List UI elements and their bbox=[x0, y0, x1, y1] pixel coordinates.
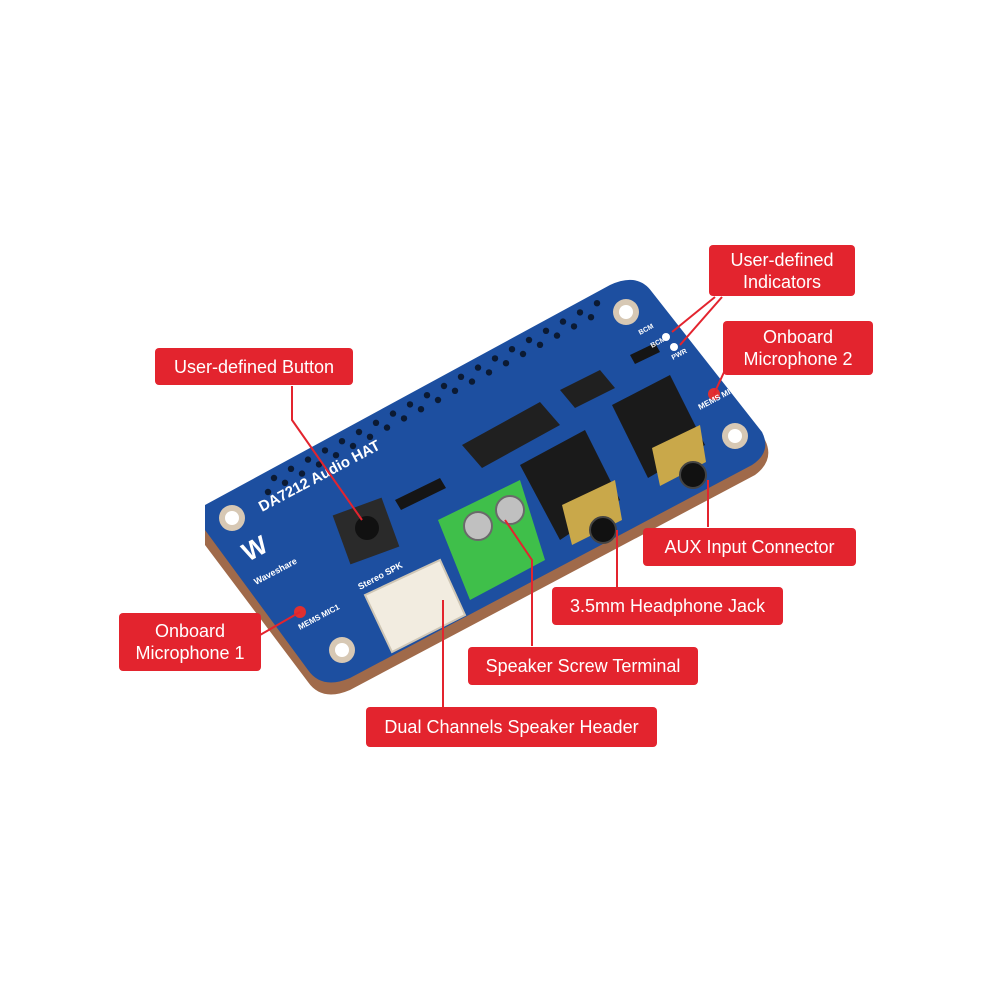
gpio-hole bbox=[383, 424, 391, 431]
gpio-hole bbox=[400, 415, 408, 422]
screw-terminal bbox=[438, 480, 545, 600]
aux-jack-socket[interactable] bbox=[679, 461, 707, 489]
gpio-hole bbox=[474, 364, 482, 371]
gpio-hole bbox=[525, 336, 533, 344]
gpio-hole bbox=[366, 433, 374, 440]
callout-aux-input-connector: AUX Input Connector bbox=[643, 528, 856, 566]
mounting-hole-center bbox=[728, 429, 742, 443]
gpio-hole bbox=[281, 479, 289, 486]
gpio-hole bbox=[559, 318, 567, 325]
gpio-hole bbox=[349, 442, 357, 450]
codec-chip bbox=[462, 402, 560, 468]
gpio-hole bbox=[485, 369, 493, 376]
headphone-jack-gold bbox=[562, 480, 622, 545]
gpio-hole bbox=[542, 327, 550, 334]
callout-user-defined-button: User-defined Button bbox=[155, 348, 353, 385]
user-button[interactable] bbox=[332, 497, 400, 565]
leader-button bbox=[291, 386, 363, 521]
gpio-hole bbox=[491, 355, 499, 362]
gpio-hole bbox=[264, 488, 272, 496]
led-bcm-bottom bbox=[670, 343, 678, 351]
leader-mic1 bbox=[259, 611, 301, 636]
callout-onboard-microphone-2: Onboard Microphone 2 bbox=[723, 321, 873, 375]
gpio-hole bbox=[587, 314, 595, 321]
button-cap[interactable] bbox=[355, 516, 379, 540]
gpio-hole bbox=[508, 346, 516, 353]
gpio-hole bbox=[593, 300, 601, 307]
gpio-hole bbox=[315, 461, 323, 468]
aux-jack bbox=[612, 375, 707, 489]
gpio-hole bbox=[502, 360, 510, 367]
gpio-hole bbox=[570, 323, 578, 330]
gpio-hole bbox=[372, 419, 380, 426]
callout-user-defined-indicators: User-defined Indicators bbox=[709, 245, 855, 296]
callout-onboard-microphone-1: Onboard Microphone 1 bbox=[119, 613, 261, 671]
gpio-hole bbox=[298, 470, 306, 477]
gpio-hole bbox=[355, 428, 363, 436]
gpio-hole bbox=[451, 387, 459, 394]
amp-chip bbox=[560, 370, 615, 408]
led-bcm-top bbox=[662, 333, 670, 341]
gpio-hole bbox=[553, 332, 561, 339]
leader-lines bbox=[259, 296, 726, 707]
callout-dual-channels-speaker-header: Dual Channels Speaker Header bbox=[366, 707, 657, 747]
smd-component bbox=[395, 478, 446, 510]
gpio-hole bbox=[434, 396, 442, 404]
mounting-hole-center bbox=[335, 643, 349, 657]
mounting-holes bbox=[219, 299, 748, 663]
callout-headphone-jack: 3.5mm Headphone Jack bbox=[552, 587, 783, 625]
gpio-holes bbox=[264, 300, 601, 496]
pcb bbox=[205, 279, 766, 683]
gpio-hole bbox=[406, 401, 414, 408]
smd-component bbox=[630, 343, 660, 364]
audio-hat-board bbox=[205, 279, 769, 695]
gpio-hole bbox=[536, 341, 544, 348]
gpio-hole bbox=[417, 406, 425, 413]
gpio-hole bbox=[287, 465, 295, 472]
terminal-screw bbox=[463, 511, 493, 541]
gpio-hole bbox=[457, 373, 465, 380]
terminal-screw bbox=[495, 495, 525, 525]
gpio-hole bbox=[423, 392, 431, 399]
gpio-hole bbox=[270, 474, 278, 482]
aux-jack-gold bbox=[652, 425, 706, 486]
leader-mic2 bbox=[713, 369, 726, 395]
leader-indicators-2 bbox=[679, 296, 723, 346]
gpio-hole bbox=[440, 382, 448, 390]
headphone-jack-socket[interactable] bbox=[589, 516, 617, 544]
mounting-hole-center bbox=[225, 511, 239, 525]
gpio-hole bbox=[468, 378, 476, 385]
leader-terminal bbox=[504, 519, 533, 646]
mounting-hole-center bbox=[619, 305, 633, 319]
leader-indicators-1 bbox=[671, 296, 716, 333]
callout-speaker-screw-terminal: Speaker Screw Terminal bbox=[468, 647, 698, 685]
gpio-hole bbox=[321, 447, 329, 454]
gpio-hole bbox=[389, 410, 397, 417]
ics bbox=[395, 343, 660, 510]
gpio-hole bbox=[332, 452, 340, 459]
speaker-header bbox=[363, 558, 467, 654]
gpio-hole bbox=[304, 456, 312, 463]
gpio-hole bbox=[576, 309, 584, 316]
gpio-hole bbox=[519, 350, 527, 358]
header-body bbox=[363, 558, 467, 654]
gpio-hole bbox=[338, 438, 346, 445]
headphone-jack bbox=[520, 430, 622, 545]
